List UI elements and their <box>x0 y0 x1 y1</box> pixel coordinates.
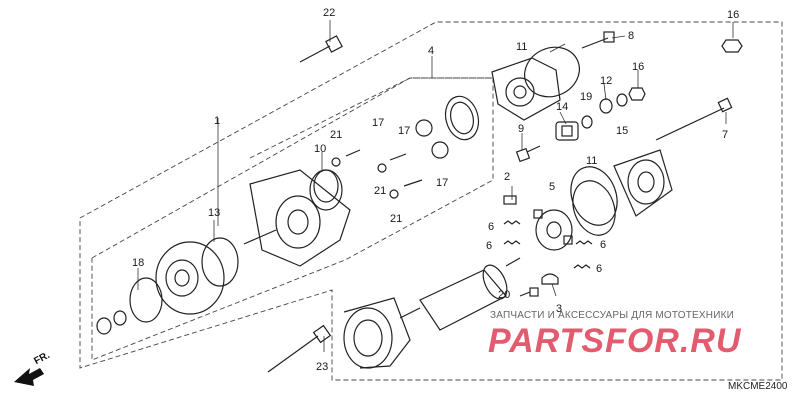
internal-gear-ring <box>444 95 480 141</box>
callout-17c: 17 <box>436 177 448 189</box>
washers-21-bolts-17 <box>331 149 423 199</box>
callout-14: 14 <box>556 101 568 113</box>
callout-12: 12 <box>600 75 612 87</box>
brush-holder-14 <box>555 121 579 141</box>
callout-22: 22 <box>323 7 335 19</box>
callout-19: 19 <box>580 91 592 103</box>
pinion-clutch-13 <box>155 237 239 315</box>
assembly-boundary-outer <box>79 21 783 381</box>
callout-5: 5 <box>549 181 555 193</box>
callout-2: 2 <box>504 171 510 183</box>
callout-6b: 6 <box>486 240 492 252</box>
terminal-bolt-9 <box>515 145 541 163</box>
o-ring-18 <box>129 277 163 323</box>
front-bracket <box>243 169 351 267</box>
springs-6 <box>503 220 593 269</box>
callout-labels: 22 1 4 11 8 16 12 16 19 14 15 9 7 21 17 … <box>132 7 739 373</box>
callout-16b: 16 <box>632 61 644 73</box>
callout-17b: 17 <box>398 125 410 137</box>
callout-4: 4 <box>428 45 434 57</box>
brush-2 <box>503 195 517 205</box>
front-direction-arrow <box>14 368 44 386</box>
front-washers <box>96 310 127 335</box>
callout-10: 10 <box>314 143 326 155</box>
motor-case <box>343 297 411 369</box>
o-ring-10 <box>309 169 343 211</box>
callout-11b: 11 <box>586 155 597 167</box>
callout-11a: 11 <box>516 41 527 53</box>
callout-3: 3 <box>556 303 562 315</box>
callout-13: 13 <box>208 207 220 219</box>
callout-15: 15 <box>616 125 628 137</box>
callout-1: 1 <box>214 115 220 127</box>
callout-8: 8 <box>628 30 634 42</box>
callout-17a: 17 <box>372 117 384 129</box>
o-ring-11 <box>572 180 616 236</box>
bolt-7 <box>655 97 733 141</box>
washer-19 <box>581 115 593 129</box>
callout-20: 20 <box>498 289 510 301</box>
planetary-gears <box>415 119 449 159</box>
watermark-logo: PARTSFOR.RU <box>488 322 742 360</box>
callout-21c: 21 <box>390 213 402 225</box>
screw-20 <box>519 287 539 297</box>
washer-stack-12-15-16 <box>599 87 646 114</box>
brush-plate-5 <box>533 209 573 251</box>
bolt-8 <box>581 31 615 49</box>
brush-3 <box>541 273 559 285</box>
armature <box>399 257 521 331</box>
callout-18: 18 <box>132 257 144 269</box>
bolt-22 <box>299 35 343 63</box>
callout-6a: 6 <box>488 221 494 233</box>
rear-bracket <box>491 46 580 121</box>
callout-6d: 6 <box>596 263 602 275</box>
callout-16a: 16 <box>727 9 739 21</box>
callout-21a: 21 <box>330 129 342 141</box>
callout-21b: 21 <box>374 185 386 197</box>
diagram-code: MKCME2400 <box>728 381 788 392</box>
callout-9: 9 <box>518 123 524 135</box>
end-cover <box>570 149 673 226</box>
callout-7: 7 <box>722 129 728 141</box>
assembly-boundary-inner <box>91 77 494 361</box>
callout-6c: 6 <box>600 239 606 251</box>
nut-16-top <box>721 39 743 53</box>
bolt-23 <box>267 324 332 373</box>
watermark-tagline: ЗАПЧАСТИ И АКСЕССУАРЫ ДЛЯ МОТОТЕХНИКИ <box>490 310 735 321</box>
assembly-boundary-group4 <box>249 77 493 159</box>
callout-23: 23 <box>316 361 328 373</box>
